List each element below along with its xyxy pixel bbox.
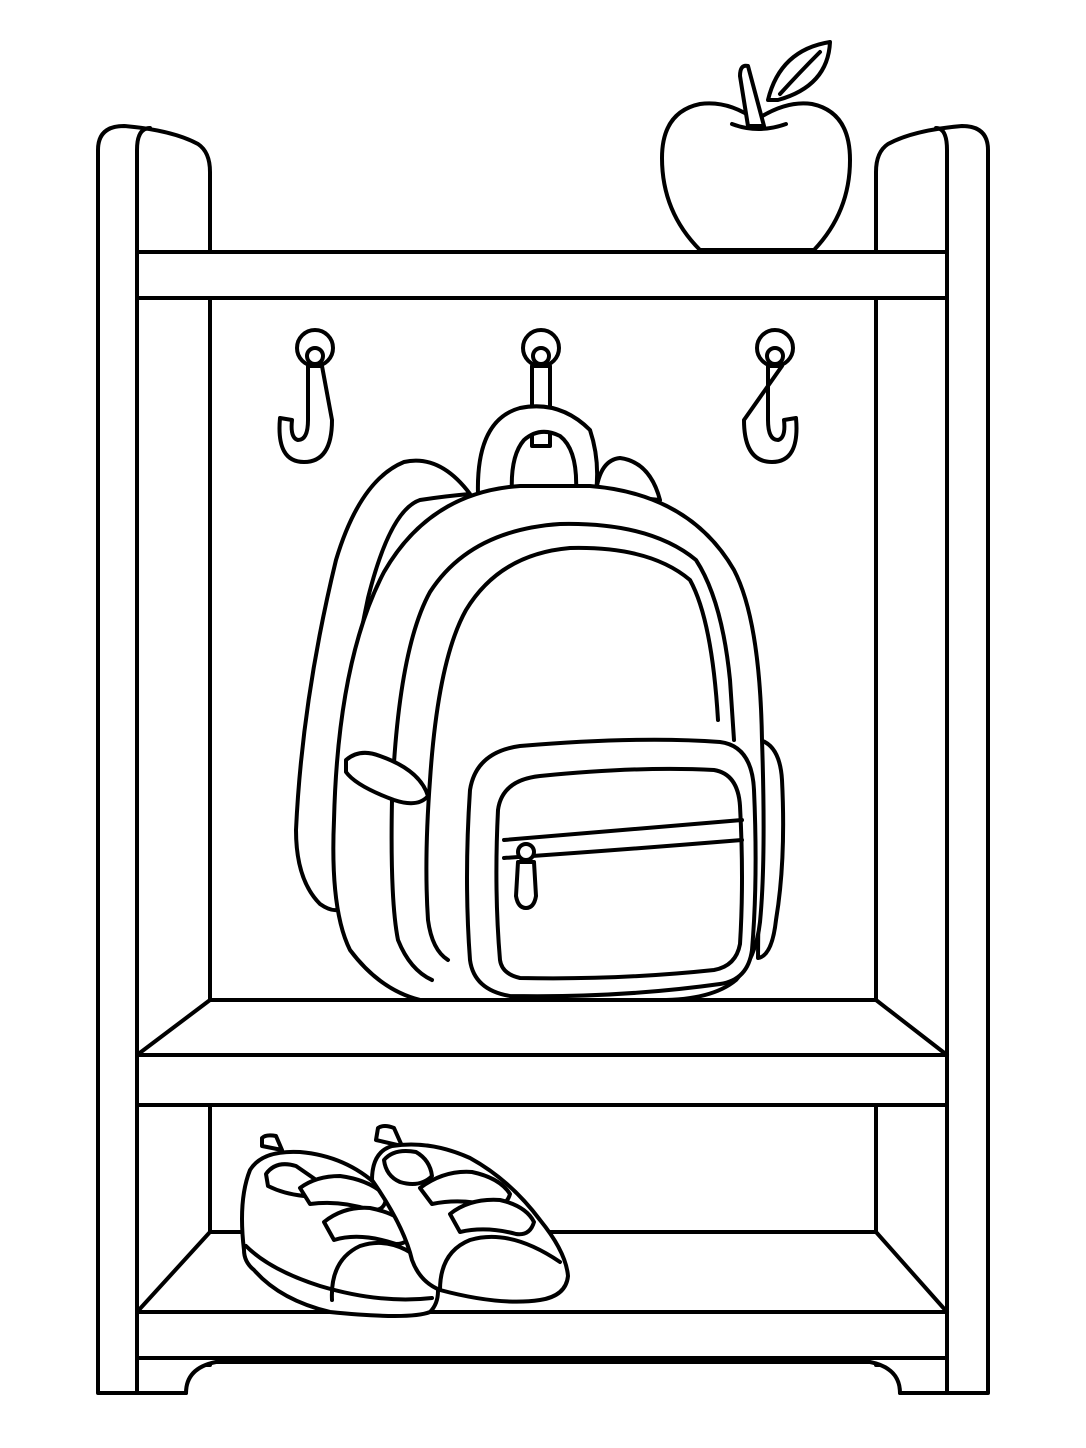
left-post <box>96 124 212 1395</box>
apple-stem <box>738 63 766 128</box>
apple-top-dip <box>730 122 788 131</box>
apple-icon <box>660 40 852 252</box>
backpack-pocket-zipper <box>502 818 744 842</box>
backpack-inner-panel <box>389 521 736 982</box>
zipper-pull-ring <box>516 842 536 862</box>
backpack-strap-buckle <box>344 750 430 806</box>
backpack-inner-panel-2 <box>424 545 720 962</box>
middle-shelf-front <box>135 1053 949 1107</box>
backpack-front-pocket-inner <box>494 766 744 981</box>
right-sneaker <box>370 1124 570 1304</box>
base-apron <box>135 1356 949 1395</box>
backpack-front-pocket <box>465 737 758 999</box>
sneakers-icon <box>240 1124 570 1318</box>
right-post <box>874 124 990 1395</box>
middle-shelf-surface <box>135 998 949 1057</box>
hook-right <box>742 328 799 464</box>
top-shelf <box>135 250 949 300</box>
backpack-icon <box>294 404 786 1002</box>
zipper-pull-tab <box>514 860 538 910</box>
left-post-edge <box>135 126 152 1395</box>
apple-leaf-vein <box>778 50 822 96</box>
right-post-edge <box>934 126 949 1395</box>
bottom-shelf-front <box>135 1310 949 1360</box>
hook-left <box>277 328 335 464</box>
